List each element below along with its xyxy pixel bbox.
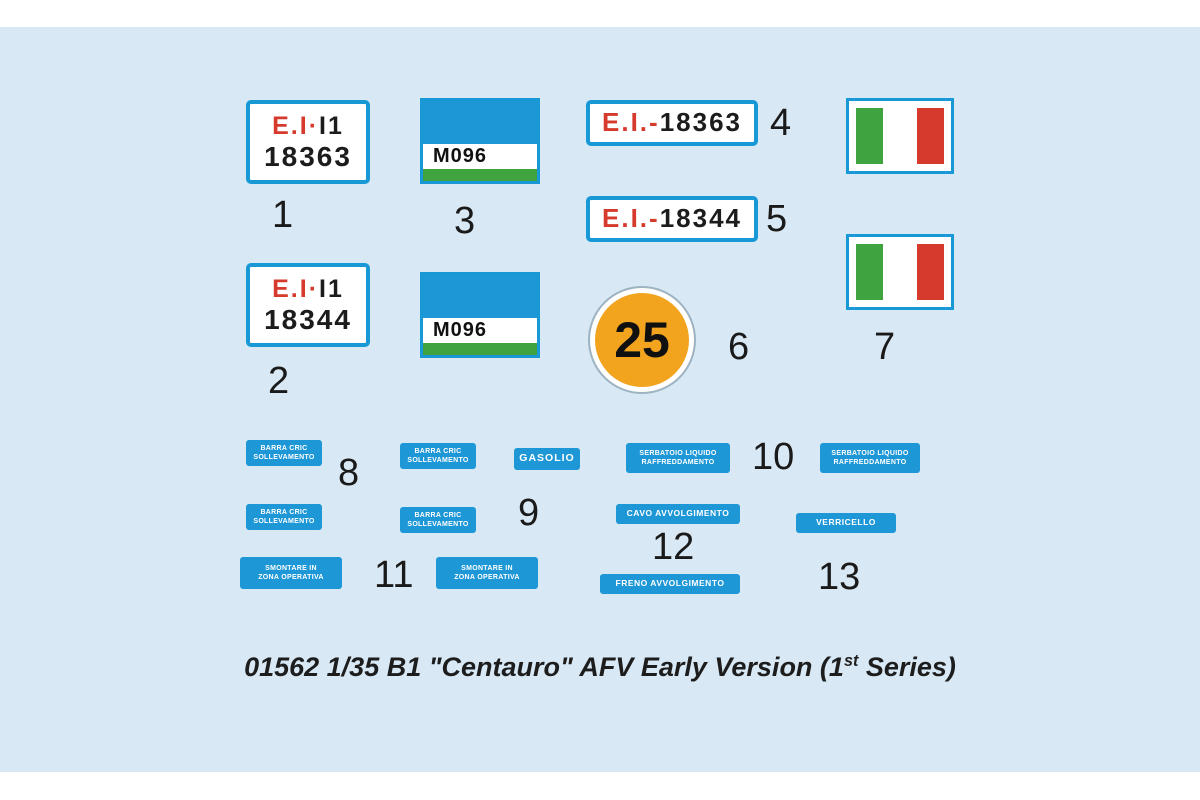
plate-separator: -	[649, 203, 660, 234]
bridge-class-25-decal: 25	[590, 288, 694, 392]
flag-red-stripe	[917, 108, 944, 164]
decal-number-1: 1	[272, 194, 294, 236]
blue-band	[423, 101, 537, 144]
decal-number-9: 9	[518, 492, 540, 534]
plate-registration: 18344	[264, 303, 352, 335]
stencil-label-cavo: CAVO AVVOLGIMENTO	[616, 504, 740, 524]
kit-title-tail: Series)	[858, 652, 956, 682]
kit-title-superscript: st	[843, 652, 859, 670]
plate-decal-18344-vertical: E.I·I1 18344	[246, 263, 370, 347]
plate-prefix: E.I·I1	[272, 274, 344, 304]
decal-number-13: 13	[818, 556, 861, 598]
plate-separator: ·	[308, 111, 320, 140]
stencil-label-smontare: SMONTARE IN ZONA OPERATIVA	[240, 557, 342, 589]
label-text: CAVO AVVOLGIMENTO	[626, 508, 730, 519]
flag-green-stripe	[856, 244, 883, 300]
kit-title-main: 01562 1/35 B1 "Centauro" AFV Early Versi…	[244, 652, 844, 682]
m096-code: M096	[433, 145, 488, 167]
plate-prefix-red: E.I.	[602, 107, 650, 138]
label-line1: BARRA CRIC	[414, 511, 462, 519]
decal-number-6: 6	[728, 326, 750, 368]
decal-number-2: 2	[268, 360, 290, 402]
m096-flag-decal: M096	[420, 98, 540, 184]
label-line1: SERBATOIO LIQUIDO	[831, 449, 909, 457]
m096-code: M096	[433, 319, 488, 341]
plate-prefix-red: E.I	[272, 111, 309, 140]
stencil-label-tank-copy: SERBATOIO LIQUIDO RAFFREDDAMENTO	[820, 443, 920, 473]
italian-flag-decal	[846, 98, 954, 174]
plate-prefix-black: I1	[319, 274, 344, 303]
plate-separator: ·	[308, 274, 320, 303]
bridge-class-value: 25	[614, 312, 670, 368]
label-line1: SERBATOIO LIQUIDO	[639, 449, 717, 457]
green-band	[423, 169, 537, 181]
plate-registration: 18344	[659, 203, 742, 234]
decal-number-11: 11	[374, 554, 414, 596]
stencil-label-tank: SERBATOIO LIQUIDO RAFFREDDAMENTO	[626, 443, 730, 473]
label-line2: ZONA OPERATIVA	[258, 574, 324, 581]
stencil-label-lift-copy: BARRA CRIC SOLLEVAMENTO	[400, 443, 476, 469]
stencil-label-lift-copy: BARRA CRIC SOLLEVAMENTO	[400, 507, 476, 533]
label-line2: RAFFREDDAMENTO	[833, 459, 907, 466]
label-line2: RAFFREDDAMENTO	[641, 459, 715, 466]
label-text: GASOLIO	[519, 452, 575, 465]
decal-number-4: 4	[770, 102, 792, 144]
stencil-label-lift-copy: BARRA CRIC SOLLEVAMENTO	[246, 504, 322, 530]
plate-separator: -	[649, 107, 660, 138]
blue-band	[423, 275, 537, 318]
plate-decal-18363-horizontal: E.I.-18363	[586, 100, 758, 146]
stencil-label-smontare-copy: SMONTARE IN ZONA OPERATIVA	[436, 557, 538, 589]
decal-number-8: 8	[338, 452, 360, 494]
label-line1: SMONTARE IN	[265, 564, 317, 572]
decal-number-7: 7	[874, 326, 896, 368]
kit-title: 01562 1/35 B1 "Centauro" AFV Early Versi…	[0, 652, 1200, 683]
label-line2: SOLLEVAMENTO	[407, 521, 469, 528]
stencil-label-gasolio: GASOLIO	[514, 448, 580, 470]
label-line2: ZONA OPERATIVA	[454, 574, 520, 581]
plate-prefix-black: I1	[319, 111, 344, 140]
label-line1: BARRA CRIC	[414, 447, 462, 455]
stencil-label-verricello: VERRICELLO	[796, 513, 896, 533]
label-line1: BARRA CRIC	[260, 508, 308, 516]
plate-decal-18363-vertical: E.I·I1 18363	[246, 100, 370, 184]
flag-green-stripe	[856, 108, 883, 164]
decal-number-10: 10	[752, 436, 795, 478]
italian-flag-decal-copy	[846, 234, 954, 310]
label-line1: SMONTARE IN	[461, 564, 513, 572]
plate-prefix-red: E.I.	[602, 203, 650, 234]
flag-red-stripe	[917, 244, 944, 300]
plate-prefix-red: E.I	[272, 274, 309, 303]
label-line2: SOLLEVAMENTO	[253, 518, 315, 525]
decal-number-3: 3	[454, 200, 476, 242]
stencil-label-freno: FRENO AVVOLGIMENTO	[600, 574, 740, 594]
decal-number-5: 5	[766, 198, 788, 240]
label-line2: SOLLEVAMENTO	[407, 457, 469, 464]
decal-number-12: 12	[652, 526, 695, 568]
code-band: M096	[423, 144, 537, 169]
plate-registration: 18363	[659, 107, 742, 138]
label-line2: SOLLEVAMENTO	[253, 454, 315, 461]
stencil-label-lift: BARRA CRIC SOLLEVAMENTO	[246, 440, 322, 466]
plate-prefix: E.I·I1	[272, 111, 344, 141]
label-text: VERRICELLO	[816, 517, 876, 528]
code-band: M096	[423, 318, 537, 343]
m096-flag-decal-copy: M096	[420, 272, 540, 358]
plate-registration: 18363	[264, 140, 352, 172]
sheet-background	[0, 27, 1200, 772]
label-line1: BARRA CRIC	[260, 444, 308, 452]
plate-decal-18344-horizontal: E.I.-18344	[586, 196, 758, 242]
green-band	[423, 343, 537, 355]
label-text: FRENO AVVOLGIMENTO	[615, 578, 725, 589]
